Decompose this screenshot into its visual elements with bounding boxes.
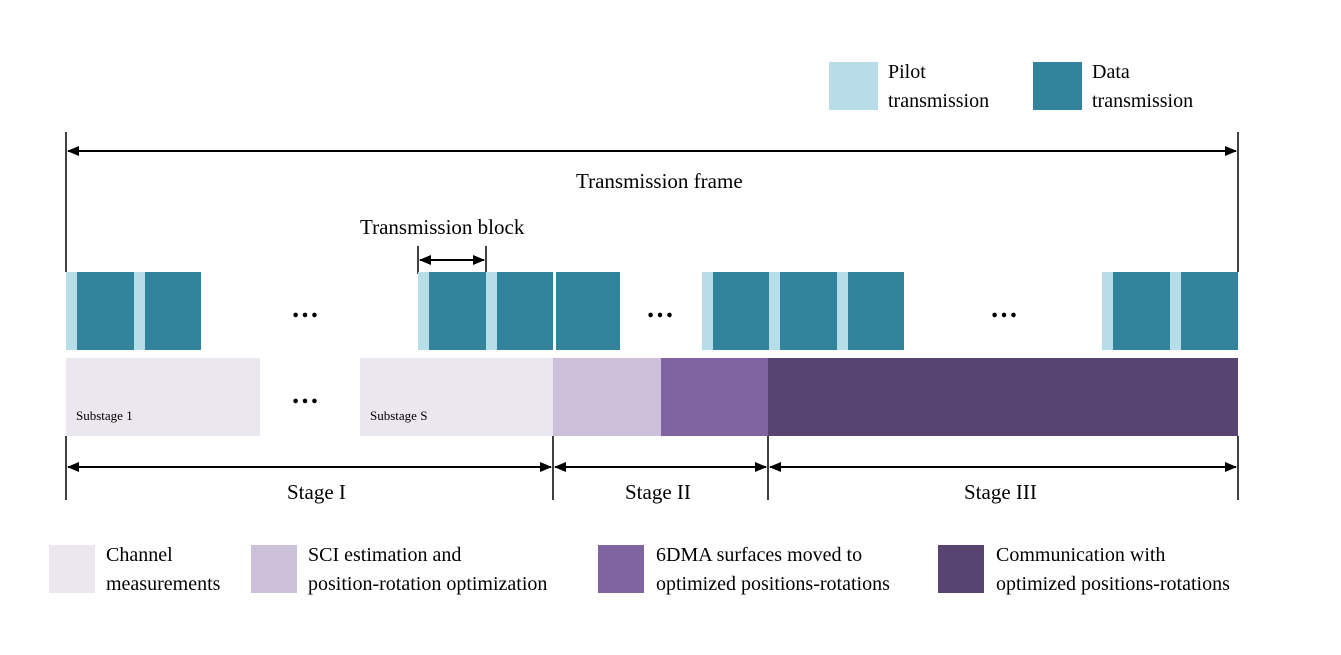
legend-moved-swatch [598,545,644,593]
data-block [780,272,837,350]
legend-channel-line2: measurements [106,573,221,595]
stage-1-label: Stage I [287,480,346,504]
data-block [429,272,486,350]
legend-sci-swatch [251,545,297,593]
legend-sci-line2: position-rotation optimization [308,573,548,595]
ellipsis-blocks-3: … [990,293,1019,324]
block-label: Transmission block [360,215,525,239]
pilot-block [134,272,145,350]
substage-s-label: Substage S [370,408,428,423]
data-block [497,272,553,350]
pilot-block [486,272,497,350]
pilot-block [1170,272,1181,350]
legend-communication-line1: Communication with [996,544,1166,566]
legend-pilot-swatch [829,62,878,110]
substage-1-bar [66,358,260,436]
data-block [556,272,620,350]
pilot-block [418,272,429,350]
surfaces-moved-bar [661,358,768,436]
legend-moved-line1: 6DMA surfaces moved to [656,544,863,566]
substage-s-bar [360,358,553,436]
ellipsis-substages: … [291,379,320,410]
data-block [713,272,769,350]
legend-data-swatch [1033,62,1082,110]
legend-data-label-2: transmission [1092,90,1194,112]
legend-channel-swatch [49,545,95,593]
stage-2-label: Stage II [625,480,691,504]
pilot-block [769,272,780,350]
communication-bar [768,358,1238,436]
legend-data-label-1: Data [1092,61,1130,83]
data-block [77,272,134,350]
frame-label: Transmission frame [576,169,743,193]
data-block [1181,272,1238,350]
ellipsis-blocks-2: … [646,293,675,324]
legend-moved-line2: optimized positions-rotations [656,573,890,595]
stage-3-label: Stage III [964,480,1037,504]
substage-1-label: Substage 1 [76,408,133,423]
ellipsis-blocks-1: … [291,293,320,324]
data-block [848,272,904,350]
pilot-block [837,272,848,350]
sci-estimation-bar [553,358,661,436]
pilot-block [1102,272,1113,350]
legend-communication-swatch [938,545,984,593]
data-block [1113,272,1170,350]
pilot-block [702,272,713,350]
legend-pilot-label-1: Pilot [888,61,926,83]
legend-sci-line1: SCI estimation and [308,544,462,566]
legend-pilot-label-2: transmission [888,90,990,112]
data-block [145,272,201,350]
pilot-block [66,272,77,350]
legend-communication-line2: optimized positions-rotations [996,573,1230,595]
legend-channel-line1: Channel [106,544,173,566]
